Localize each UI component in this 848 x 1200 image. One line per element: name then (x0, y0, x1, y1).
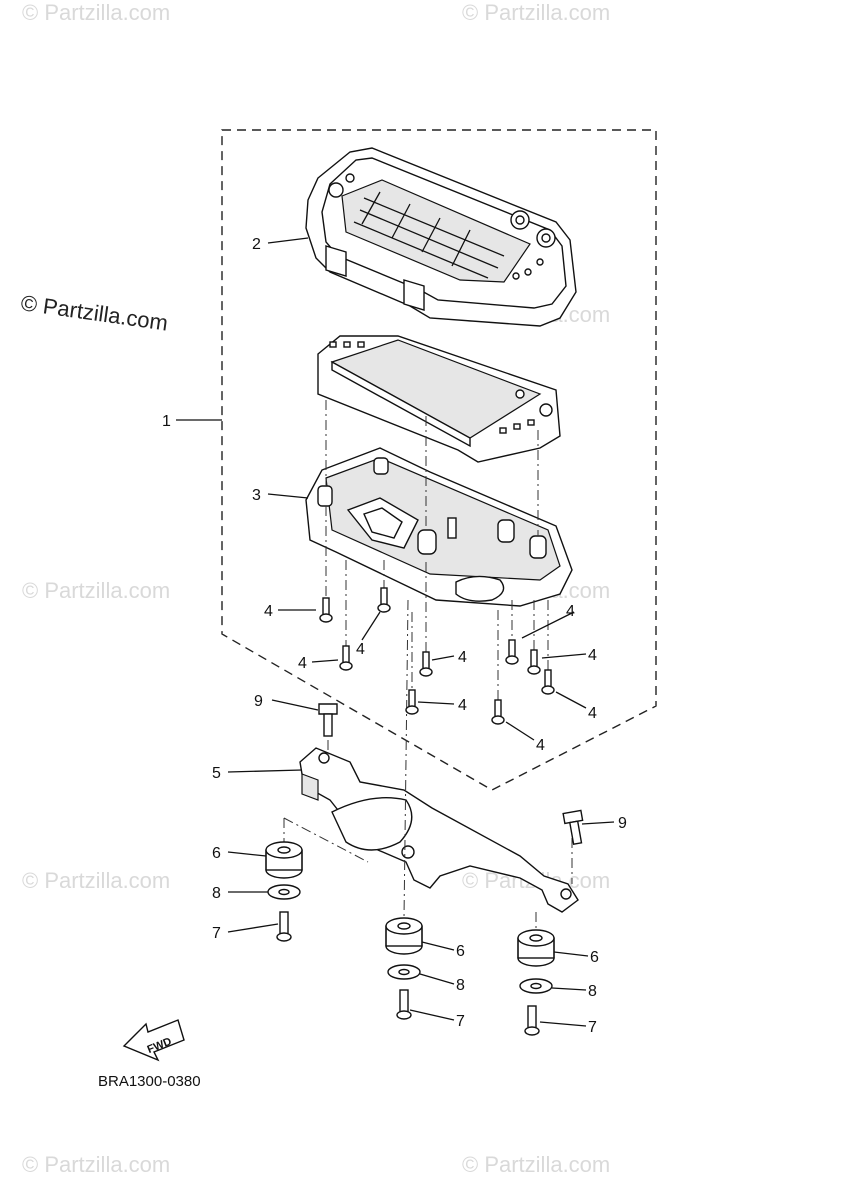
part-meter-display (305, 147, 577, 327)
callout-4: 4 (356, 641, 365, 658)
callout-6: 6 (456, 943, 465, 960)
callout-4: 4 (536, 737, 545, 754)
callout-8: 8 (212, 885, 221, 902)
watermark-main: © Partzilla.com (19, 290, 169, 335)
callout-4: 4 (458, 697, 467, 714)
grommets-item-6 (265, 841, 555, 967)
callout-8: 8 (456, 977, 465, 994)
screws-item-7 (276, 911, 540, 1036)
callout-3: 3 (252, 487, 261, 504)
callout-7: 7 (588, 1019, 597, 1036)
callout-4: 4 (588, 647, 597, 664)
assembly-boundary (221, 129, 657, 791)
callout-7: 7 (212, 925, 221, 942)
callout-9: 9 (254, 693, 263, 710)
callout-4: 4 (298, 655, 307, 672)
callout-4: 4 (264, 603, 273, 620)
callout-1: 1 (162, 413, 171, 430)
watermark: © Partzilla.com (22, 1152, 170, 1177)
callout-2: 2 (252, 236, 261, 253)
watermark: © Partzilla.com (22, 868, 170, 893)
part-circuit-board (317, 335, 561, 463)
bolts-item-9 (318, 703, 584, 846)
callout-4: 4 (458, 649, 467, 666)
callouts: 1 2 3 4 4 4 4 4 4 4 4 4 9 9 5 6 6 6 8 8 … (162, 236, 627, 1036)
callout-4: 4 (566, 603, 575, 620)
screws-item-4 (319, 587, 555, 725)
callout-5: 5 (212, 765, 221, 782)
part-meter-housing (305, 447, 573, 607)
callout-4: 4 (588, 705, 597, 722)
callout-9: 9 (618, 815, 627, 832)
callout-6: 6 (212, 845, 221, 862)
callout-8: 8 (588, 983, 597, 1000)
watermark: © Partzilla.com (462, 0, 610, 25)
diagram-code: BRA1300-0380 (98, 1073, 201, 1090)
watermark: © Partzilla.com (462, 1152, 610, 1177)
part-bracket (299, 747, 579, 913)
watermark: © Partzilla.com (22, 0, 170, 25)
callout-6: 6 (590, 949, 599, 966)
callout-7: 7 (456, 1013, 465, 1030)
leader-lines (176, 237, 615, 1027)
watermark: © Partzilla.com (22, 578, 170, 603)
washers-item-8 (267, 884, 553, 994)
fwd-arrow-icon: FWD (122, 1019, 185, 1062)
